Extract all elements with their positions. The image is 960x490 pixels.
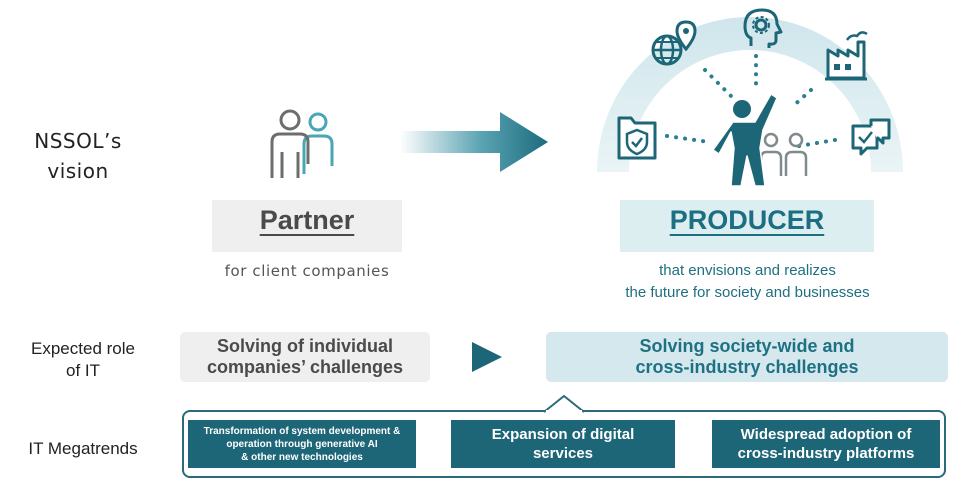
megatrend-platforms-line2: cross-industry platforms	[737, 445, 915, 462]
producer-title: PRODUCER	[669, 205, 825, 235]
megatrends-notch	[544, 394, 584, 414]
megatrend-platforms-line1: Widespread adoption of	[740, 426, 912, 443]
it-role-label-line2: of IT	[65, 361, 100, 380]
producer-box	[620, 200, 874, 252]
globe-location-icon	[651, 20, 697, 66]
vision-label-line2: vision	[47, 159, 109, 183]
megatrend-item-platforms: Widespread adoption of cross-industry pl…	[712, 420, 940, 468]
producer-subtitle: that envisions and realizes the future f…	[585, 260, 910, 304]
partner-title: Partner	[259, 205, 355, 235]
megatrend-digital-line2: services	[532, 445, 594, 462]
transition-arrow-icon	[400, 112, 548, 172]
it-role-current: Solving of individual companies’ challen…	[180, 332, 430, 382]
it-role-future: Solving society-wide and cross-industry …	[546, 332, 948, 382]
producer-illustration	[597, 8, 903, 187]
megatrend-genai-line2: operation through generative AI	[226, 438, 378, 450]
it-role-future-line1: Solving society-wide and	[639, 336, 855, 356]
megatrend-genai-line1: Transformation of system development &	[203, 425, 401, 437]
producer-subtitle-line2: the future for society and businesses	[625, 284, 870, 301]
people-group-icon	[759, 132, 808, 176]
partner-people-icon	[270, 109, 334, 178]
megatrend-item-digital-services: Expansion of digital services	[451, 420, 675, 468]
security-folder-icon	[617, 116, 657, 160]
chat-check-icon	[851, 118, 891, 156]
gear-head-icon	[743, 8, 783, 48]
megatrends-label: IT Megatrends	[28, 439, 138, 458]
it-role-current-line1: Solving of individual	[216, 336, 393, 356]
partner-subtitle: for client companies	[224, 262, 390, 280]
megatrend-genai-line3: & other new technologies	[241, 451, 363, 463]
vision-label-line1: NSSOL’s	[34, 129, 122, 153]
raising-hand-person-icon	[712, 93, 778, 187]
megatrend-item-genai: Transformation of system development & o…	[188, 420, 416, 468]
small-arrow-icon	[472, 342, 502, 372]
partner-box	[212, 200, 402, 252]
it-role-label: Expected role of IT	[8, 338, 158, 382]
it-role-current-line2: companies’ challenges	[206, 357, 404, 377]
it-role-future-line2: cross-industry challenges	[635, 357, 859, 377]
factory-icon	[825, 31, 868, 81]
producer-subtitle-line1: that envisions and realizes	[659, 262, 836, 279]
megatrend-digital-line1: Expansion of digital	[491, 426, 635, 443]
vision-label: NSSOL’s vision	[18, 126, 138, 186]
it-role-label-line1: Expected role	[31, 339, 135, 358]
